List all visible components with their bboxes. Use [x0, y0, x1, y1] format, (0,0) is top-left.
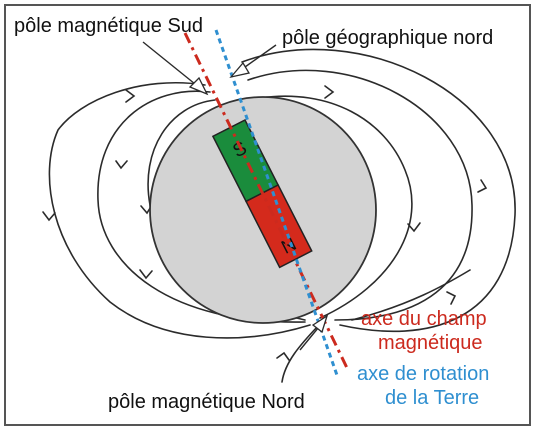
arrowhead — [477, 179, 488, 193]
label-magnetic-axis-2: magnétique — [378, 332, 483, 354]
arrowhead — [324, 85, 335, 99]
field-line-right-2 — [247, 69, 473, 321]
field-line-arrows — [42, 85, 488, 361]
field-line-left-2 — [97, 90, 306, 323]
arrowhead — [407, 222, 421, 233]
pointer-arrows — [142, 41, 329, 351]
arrowhead — [446, 291, 457, 305]
label-magnetic-axis-1: axe du champ — [361, 308, 487, 330]
earth-rotation-axis — [214, 29, 340, 379]
south-pole-pointer-head — [188, 76, 209, 96]
arrowhead — [42, 211, 56, 222]
arrowhead — [139, 269, 153, 280]
arrowhead — [276, 351, 290, 361]
label-rotation-axis-2: de la Terre — [385, 387, 479, 409]
north-pole-pointer-head — [311, 314, 329, 334]
south-pole-pointer — [142, 41, 201, 89]
arrowhead — [115, 160, 128, 170]
geographic-north-pointer-head — [229, 61, 251, 79]
field-line-right-1 — [259, 95, 413, 319]
arrowhead — [125, 89, 136, 103]
label-geographic-north-pole: pôle géographique nord — [282, 27, 493, 49]
field-line-bottom-left — [281, 325, 319, 383]
label-south-magnetic-pole: pôle magnétique Sud — [14, 15, 203, 37]
field-lines — [48, 48, 516, 383]
field-line-right-3 — [241, 48, 516, 332]
label-rotation-axis-1: axe de rotation — [357, 363, 489, 385]
field-line-bottom-right — [351, 269, 471, 321]
field-line-left-3 — [48, 81, 311, 339]
label-north-magnetic-pole: pôle magnétique Nord — [108, 391, 305, 413]
